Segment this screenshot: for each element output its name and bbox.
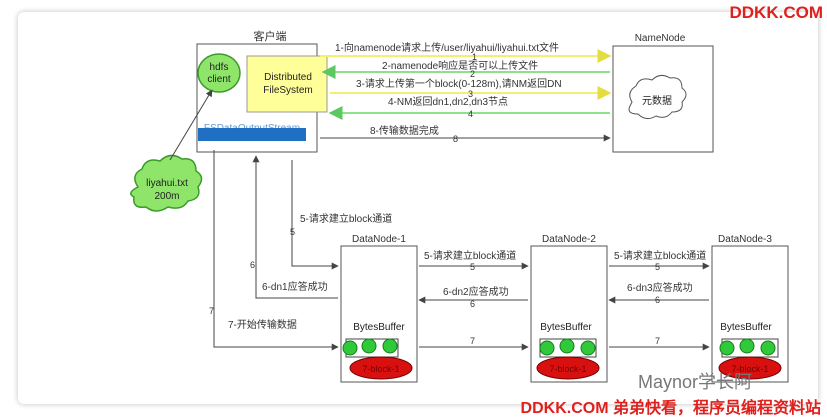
step5a-label: 5-请求建立block通道 [300,212,392,225]
hdfs-client-line2: client [207,74,231,85]
step7b-num: 7 [470,336,475,346]
dfs-line1: Distributed [264,72,312,83]
step4-label: 4-NM返回dn1,dn2,dn3节点 [388,96,508,108]
namenode-label: NameNode [635,33,686,44]
step5a-num: 5 [290,227,295,237]
step6b-num: 6 [470,299,475,309]
datanode-1-block: 7-block-1 [362,364,399,374]
datanode-3-block: 7-block-1 [731,364,768,374]
step7c-num: 7 [655,336,660,346]
step3-num: 3 [468,89,473,99]
datanode-2: DataNode-2 BytesBuffer 7-block-1 [530,234,608,383]
step2-num: 2 [470,69,475,79]
datanode-2-buffer: BytesBuffer [540,322,592,333]
datanode-3: DataNode-3 BytesBuffer 7-block-1 [711,234,789,383]
metadata-cloud [628,74,687,120]
step6c-label: 6-dn3应答成功 [627,281,693,294]
step2-label: 2-namenode响应是否可以上传文件 [382,59,538,72]
step8-num: 8 [453,134,458,144]
watermark-logo: Maynor学长阿 [638,372,753,392]
step5c-label: 5-请求建立block通道 [614,249,706,262]
datanode-2-label: DataNode-2 [542,234,596,245]
datanode-2-block: 7-block-1 [549,364,586,374]
datanode-1: DataNode-1 BytesBuffer 7-block-1 [340,234,418,383]
step7a-label: 7-开始传输数据 [228,318,297,331]
fsdataoutputstream-bar [198,128,306,141]
datanode-1-buffer: BytesBuffer [353,322,405,333]
file-to-client-arrow [169,89,213,161]
step6a-arrow [252,155,338,299]
step1-num: 1 [472,52,477,62]
step6a-num: 6 [250,260,255,270]
client-label: 客户端 [254,29,287,43]
step6c-num: 6 [655,295,660,305]
file-cloud [130,154,203,212]
hdfs-client-node [197,53,241,93]
step7a-arrow [213,150,339,351]
metadata-label: 元数据 [642,94,672,107]
step5b-num: 5 [470,262,475,272]
file-cloud-name: liyahui.txt [146,178,188,189]
watermark-top: DDKK.COM [729,3,824,22]
fsdataoutputstream-label: FSDataOutputStream [204,123,300,134]
step3-label: 3-请求上传第一个block(0-128m),请NM返回DN [356,77,562,90]
step1-label: 1-向namenode请求上传/user/liyahui/liyahui.txt… [335,41,559,54]
step5a-arrow [291,160,339,270]
distributed-filesystem-box [246,55,328,113]
step6a-label: 6-dn1应答成功 [262,280,328,293]
hdfs-client-line1: hdfs [210,62,229,73]
step5c-num: 5 [655,262,660,272]
dfs-line2: FileSystem [263,85,312,96]
step4-num: 4 [468,109,473,119]
step8-label: 8-传输数据完成 [370,124,439,137]
watermark-bottom: DDKK.COM 弟弟快看，程序员编程资料站 [520,400,821,417]
datanode-3-buffer: BytesBuffer [720,322,772,333]
step5b-label: 5-请求建立block通道 [424,249,516,262]
datanode-3-label: DataNode-3 [718,234,772,245]
file-cloud-size: 200m [154,191,179,202]
step6b-label: 6-dn2应答成功 [443,285,509,298]
datanode-1-label: DataNode-1 [352,234,406,245]
step7a-num: 7 [209,306,214,316]
